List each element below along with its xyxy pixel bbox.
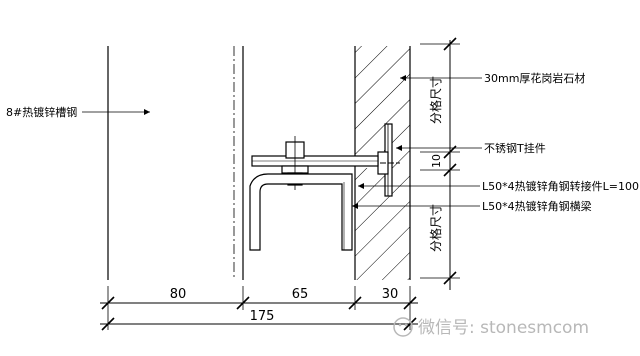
watermark-text: 微信号: stonesmcom xyxy=(418,318,589,338)
wechat-logo-icon xyxy=(393,317,413,337)
label-joint-gap: 10 xyxy=(430,154,443,168)
watermark: 微信号: stonesmcom xyxy=(393,317,589,338)
label-panel-size-upper: 分格尺寸 xyxy=(428,76,443,124)
angle-beam xyxy=(249,173,353,251)
dim-30: 30 xyxy=(382,287,399,302)
dim-175: 175 xyxy=(250,309,275,324)
label-angle-beam: L50*4热镀锌角钢横梁 xyxy=(482,199,592,213)
label-t-hanger: 不锈钢T挂件 xyxy=(484,141,546,155)
vertical-dimension xyxy=(420,37,460,290)
channel-steel xyxy=(107,46,244,280)
leader-lines xyxy=(82,75,482,209)
dim-80: 80 xyxy=(170,287,187,302)
label-channel-steel: 8#热镀锌槽钢 xyxy=(6,105,77,119)
angle-connector xyxy=(251,155,379,167)
dim-65: 65 xyxy=(292,287,309,302)
label-angle-connector: L50*4热镀锌角钢转接件L=100 xyxy=(482,179,639,193)
label-panel-size-lower: 分格尺寸 xyxy=(428,204,443,252)
horizontal-dimension xyxy=(100,286,418,331)
label-granite: 30mm厚花岗岩石材 xyxy=(484,71,585,85)
